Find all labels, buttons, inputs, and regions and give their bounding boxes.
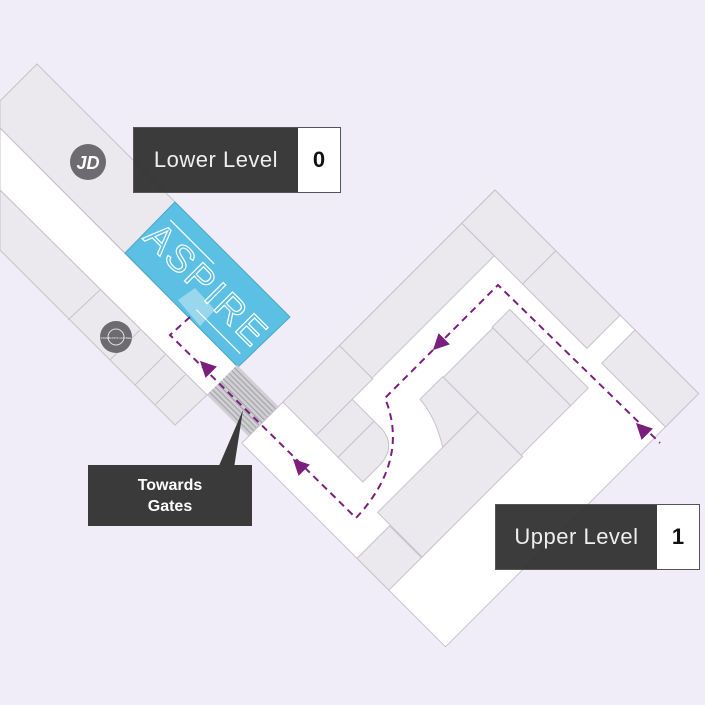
callout-line-1: Towards [137,476,203,494]
upper-level-name: Upper Level [496,505,657,569]
upper-level-label: Upper Level 1 [495,504,700,570]
starbucks-logo: STARBUCKS COFFEE [100,321,132,353]
stair-step [209,391,254,436]
lower-level-label: Lower Level 0 [133,127,341,193]
stair-step [220,380,265,425]
stair-step [222,378,267,423]
shop[interactable] [356,525,423,591]
shop[interactable] [601,329,700,428]
stair-step [214,386,259,431]
callout-line-2: Gates [147,497,193,515]
jd-logo-text: JD [76,153,99,173]
stair-step [231,369,276,414]
upper-level-number: 1 [657,505,699,569]
shop-curved[interactable] [337,420,399,483]
stair-step [211,389,256,434]
shop-lower-left[interactable] [0,189,208,426]
aspire-entrance [178,288,215,326]
shop-divider [134,354,166,386]
stair-step [228,372,273,417]
shop-divider [154,374,186,406]
shop[interactable] [521,250,621,350]
lower-level-name: Lower Level [134,128,298,192]
lower-level-number: 0 [298,128,340,192]
callout-pointer [218,410,243,468]
upper-level-complex [241,189,700,648]
stair-step [225,375,270,420]
lower-level-complex: ASPIRE JD STARBUCKS COFFEE [0,63,291,438]
shop-divider [67,289,101,321]
shop[interactable] [376,411,524,558]
stairs [207,365,280,438]
jd-logo: JD [70,144,106,180]
starbucks-logo-text: STARBUCKS COFFEE [100,336,131,340]
stair-step [217,383,262,428]
stair-step [233,367,278,412]
